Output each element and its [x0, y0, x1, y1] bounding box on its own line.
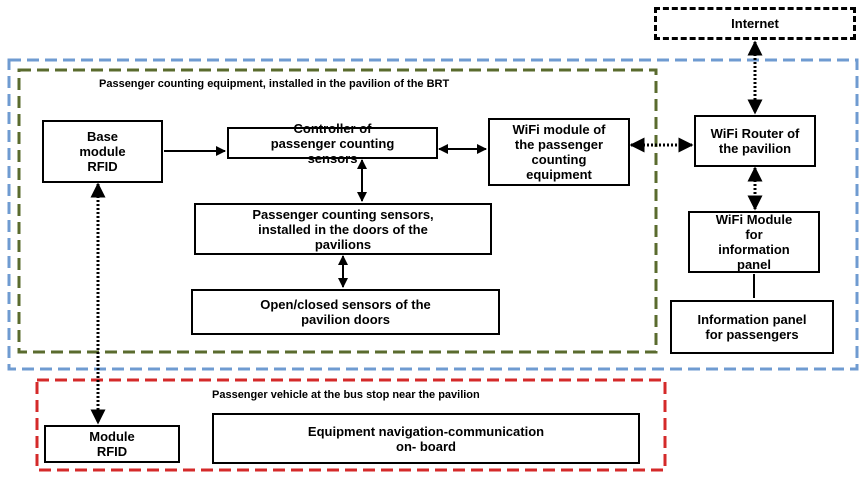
counting-sensors-node-label: Passenger counting sensors, installed in…	[252, 206, 434, 252]
nav-equipment-node: Equipment navigation-communication on- b…	[212, 413, 640, 464]
nav-equipment-node-label: Equipment navigation-communication on- b…	[307, 423, 545, 454]
module-rfid-node-label: Module RFID	[89, 429, 135, 459]
info-panel-node: Information panel for passengers	[670, 300, 834, 354]
counting-sensors-node: Passenger counting sensors, installed in…	[194, 203, 492, 255]
controller-node: Controller of passenger counting sensors	[227, 121, 438, 166]
internet-node: Internet	[654, 7, 856, 40]
wifi-module-panel-node: WiFi Module for information panel	[688, 211, 820, 273]
wifi-module-counter-node-label: WiFi module of the passenger counting eq…	[512, 122, 606, 182]
wifi-module-panel-node-label: WiFi Module for information panel	[715, 212, 793, 272]
door-sensors-node-label: Open/closed sensors of the pavilion door…	[260, 297, 431, 327]
pavilion-equipment-region-label: Passenger counting equipment, installed …	[99, 78, 450, 90]
vehicle-region-outline	[35, 378, 667, 472]
info-panel-node-label: Information panel for passengers	[697, 312, 807, 342]
wifi-module-counter-node: WiFi module of the passenger counting eq…	[488, 118, 630, 186]
door-sensors-node: Open/closed sensors of the pavilion door…	[191, 289, 500, 335]
base-rfid-node-label: Base module RFID	[79, 129, 126, 174]
wifi-router-node: WiFi Router of the pavilion	[694, 115, 816, 167]
internet-node-label: Internet	[731, 16, 779, 31]
vehicle-region-label: Passenger vehicle at the bus stop near t…	[212, 389, 480, 401]
base-rfid-node: Base module RFID	[42, 120, 163, 183]
wifi-router-node-label: WiFi Router of the pavilion	[710, 126, 800, 156]
module-rfid-node: Module RFID	[44, 425, 180, 463]
counting-equipment-region-outline	[17, 68, 658, 354]
pavilion-region-outline	[7, 58, 859, 371]
controller-node-label: Controller of passenger counting sensors	[270, 120, 395, 166]
